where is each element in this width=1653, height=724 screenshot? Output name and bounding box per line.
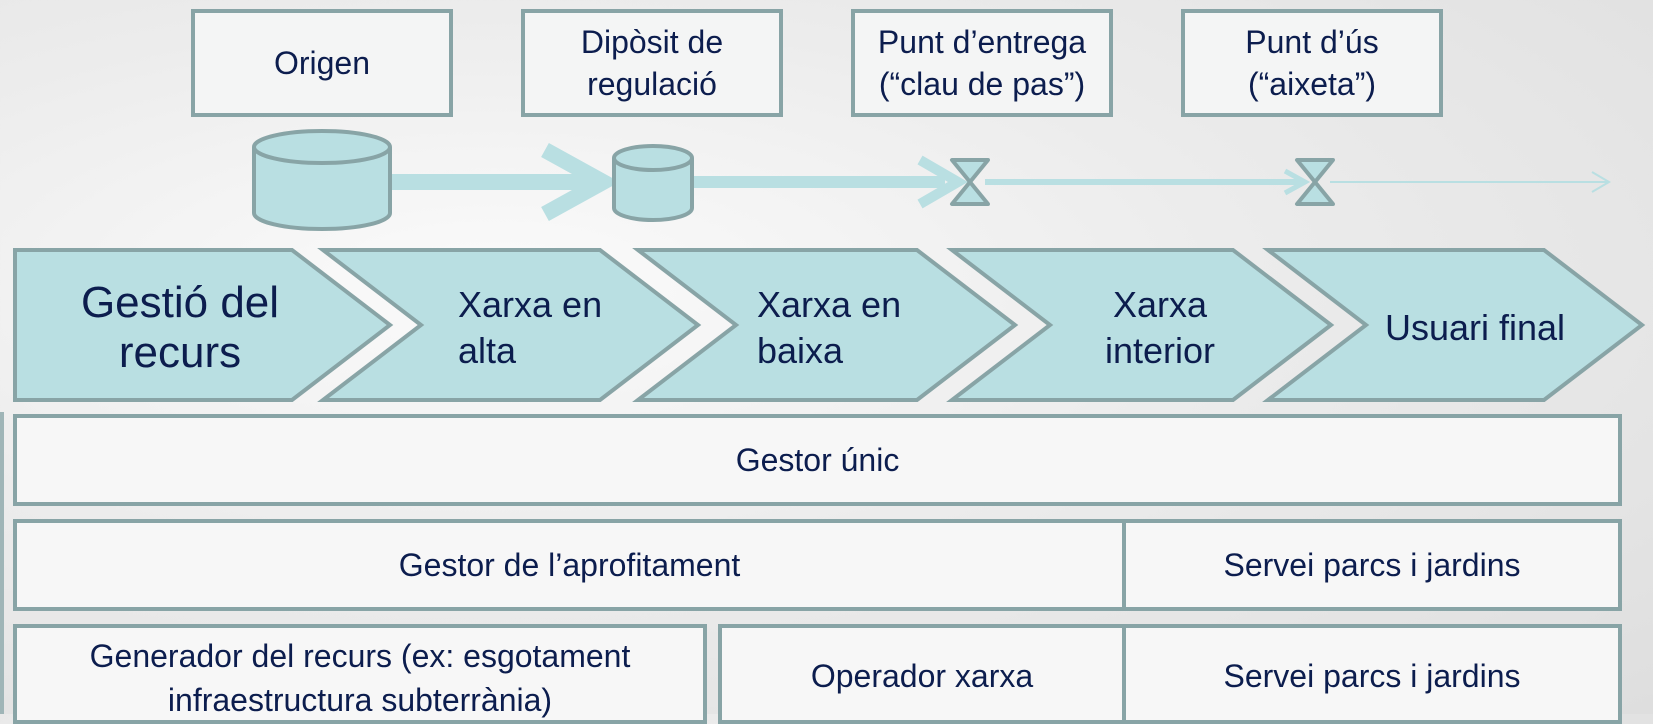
origin-label: Origen — [191, 9, 453, 117]
origin-cylinder-icon — [252, 129, 392, 231]
arrow-head-2 — [917, 155, 968, 209]
parks-service-band-row2: Servei parcs i jardins — [1122, 519, 1622, 611]
resource-generator-band: Generador del recurs (ex: esgotament inf… — [13, 624, 707, 724]
chevron-high — [317, 248, 702, 402]
delivery-point-label: Punt d’entrega (“clau de pas”) — [851, 9, 1113, 117]
arrow-head-1 — [541, 142, 620, 222]
chevron-resource — [13, 248, 394, 402]
delivery-valve-icon — [950, 158, 990, 206]
stage-high-label: Xarxa en alta — [458, 284, 603, 371]
stage-user-label: Usuari final — [1384, 307, 1566, 348]
exploitation-manager-band: Gestor de l’aprofitament — [13, 519, 1126, 611]
arrow-head-4 — [1591, 171, 1611, 193]
arrow-head-3 — [1283, 168, 1311, 196]
chevron-low — [632, 248, 1019, 402]
point-of-use-label: Punt d’ús (“aixeta”) — [1181, 9, 1443, 117]
use-tap-icon — [1295, 158, 1335, 206]
stage-interior-label: Xarxa interior — [1104, 284, 1216, 371]
single-manager-band: Gestor únic — [13, 414, 1622, 506]
stage-low-label: Xarxa en baixa — [757, 284, 902, 371]
chevron-user — [1262, 248, 1646, 402]
regulation-tank-label: Dipòsit de regulació — [521, 9, 783, 117]
regulation-tank-icon — [612, 144, 694, 222]
chevron-interior — [946, 248, 1335, 402]
stage-resource-label: Gestió del recurs — [80, 278, 280, 377]
parks-service-band-row3: Servei parcs i jardins — [1122, 624, 1622, 724]
network-operator-band: Operador xarxa — [718, 624, 1126, 724]
left-edge-line — [0, 412, 4, 714]
